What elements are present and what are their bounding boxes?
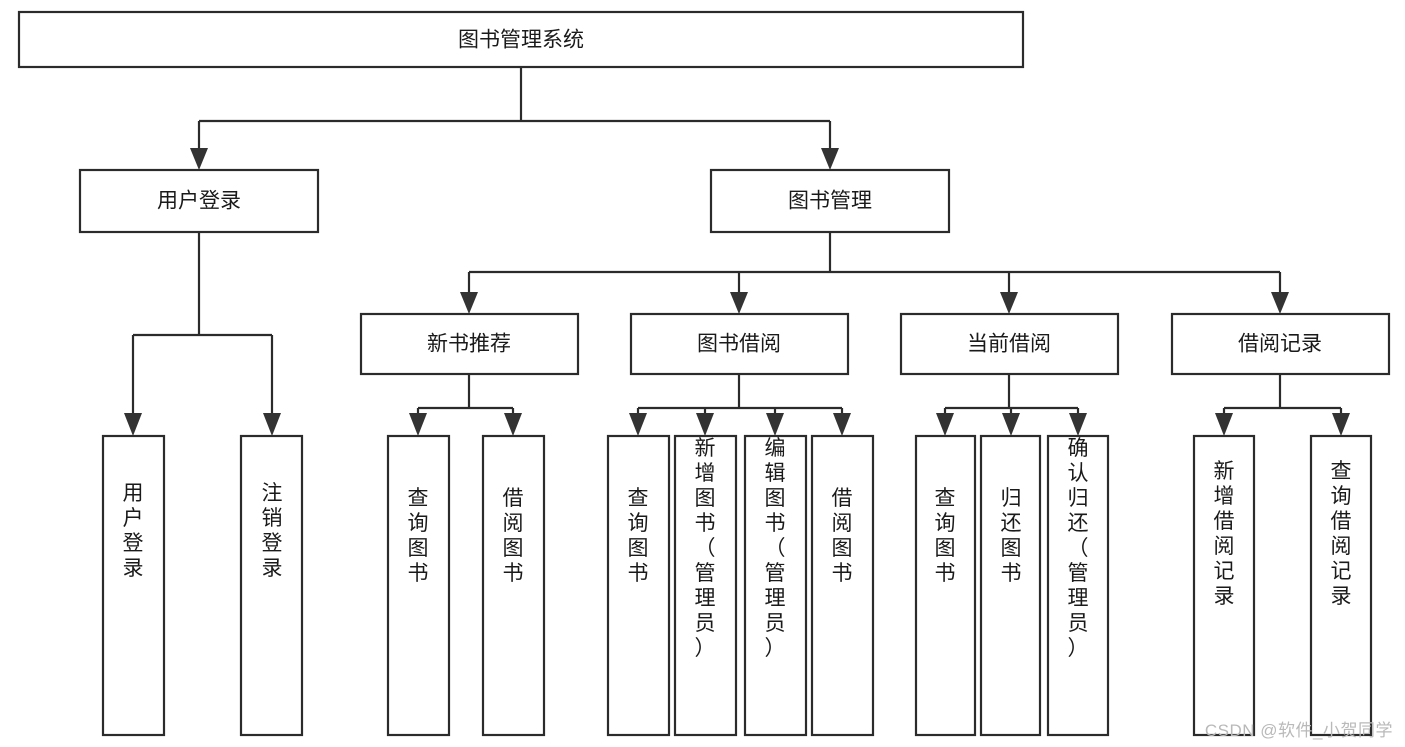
leaf-box[interactable] — [1309, 434, 1373, 737]
arrowhead-icon — [124, 413, 142, 436]
leaf-current-borrow-confirm[interactable]: 确认归还（管理员） — [1046, 434, 1110, 737]
leaf-box[interactable] — [673, 434, 738, 737]
leaf-user-login-login[interactable]: 用户登录 — [101, 434, 166, 737]
node-new-book-recommend[interactable]: 新书推荐 — [359, 312, 580, 376]
leaf-book-borrow-borrow[interactable]: 借阅图书 — [810, 434, 875, 737]
arrowheads-group — [124, 148, 1350, 436]
arrowhead-icon — [766, 413, 784, 436]
node-user-login-label: 用户登录 — [157, 190, 241, 213]
leaf-new-book-borrow[interactable]: 借阅图书 — [481, 434, 546, 737]
leaf-label: 借阅图书 — [503, 487, 524, 585]
arrowhead-icon — [1069, 413, 1087, 436]
node-current-borrow[interactable]: 当前借阅 — [899, 312, 1120, 376]
arrowhead-icon — [629, 413, 647, 436]
leaf-label: 新增借阅记录 — [1214, 460, 1235, 608]
node-borrow-record-label: 借阅记录 — [1238, 333, 1322, 356]
node-book-borrow-label: 图书借阅 — [697, 333, 781, 356]
arrowhead-icon — [263, 413, 281, 436]
leaf-label: 查询图书 — [628, 487, 649, 585]
node-root-box[interactable] — [17, 10, 1025, 69]
leaf-box[interactable] — [481, 434, 546, 737]
node-borrow-record[interactable]: 借阅记录 — [1170, 312, 1391, 376]
leaf-box[interactable] — [1192, 434, 1256, 737]
arrowhead-icon — [1002, 413, 1020, 436]
leaf-box[interactable] — [979, 434, 1042, 737]
node-borrow-record-box[interactable] — [1170, 312, 1391, 376]
leaf-box[interactable] — [239, 434, 304, 737]
leaf-book-borrow-add[interactable]: 新增图书（管理员） — [673, 434, 738, 737]
node-current-borrow-label: 当前借阅 — [967, 333, 1051, 356]
arrowhead-icon — [1215, 413, 1233, 436]
node-root-label: 图书管理系统 — [458, 29, 584, 52]
leaf-label: 用户登录 — [123, 482, 144, 580]
leaf-label: 新增图书（管理员） — [695, 437, 716, 660]
leaf-current-borrow-query[interactable]: 查询图书 — [914, 434, 977, 737]
leaf-new-book-query[interactable]: 查询图书 — [386, 434, 451, 737]
leaf-label: 借阅图书 — [832, 487, 853, 585]
arrowhead-icon — [696, 413, 714, 436]
arrowhead-icon — [409, 413, 427, 436]
arrowhead-icon — [1271, 292, 1289, 314]
leaf-box[interactable] — [386, 434, 451, 737]
leaf-label: 查询借阅记录 — [1331, 460, 1352, 608]
arrowhead-icon — [821, 148, 839, 170]
leaf-label: 注销登录 — [262, 482, 283, 580]
arrowhead-icon — [1000, 292, 1018, 314]
node-current-borrow-box[interactable] — [899, 312, 1120, 376]
leaf-box[interactable] — [914, 434, 977, 737]
leaf-current-borrow-return[interactable]: 归还图书 — [979, 434, 1042, 737]
arrowhead-icon — [1332, 413, 1350, 436]
leaf-label: 确认归还（管理员） — [1068, 437, 1089, 660]
arrowhead-icon — [504, 413, 522, 436]
node-new-book-recommend-box[interactable] — [359, 312, 580, 376]
arrowhead-icon — [833, 413, 851, 436]
arrowhead-icon — [190, 148, 208, 170]
leaf-box[interactable] — [606, 434, 671, 737]
leaf-user-login-logout[interactable]: 注销登录 — [239, 434, 304, 737]
node-user-login-box[interactable] — [78, 168, 320, 234]
leaf-box[interactable] — [101, 434, 166, 737]
node-book-borrow-box[interactable] — [629, 312, 850, 376]
node-book-management-label: 图书管理 — [788, 190, 872, 213]
leaf-book-borrow-edit[interactable]: 编辑图书（管理员） — [743, 434, 808, 737]
leaf-label: 查询图书 — [408, 487, 429, 585]
leaf-borrow-record-query[interactable]: 查询借阅记录 — [1309, 434, 1373, 737]
arrowhead-icon — [460, 292, 478, 314]
leaf-box[interactable] — [1046, 434, 1110, 737]
node-user-login[interactable]: 用户登录 — [78, 168, 320, 234]
arrowhead-icon — [730, 292, 748, 314]
arrowhead-icon — [936, 413, 954, 436]
leaf-book-borrow-query[interactable]: 查询图书 — [606, 434, 671, 737]
node-book-management-box[interactable] — [709, 168, 951, 234]
node-book-borrow[interactable]: 图书借阅 — [629, 312, 850, 376]
leaf-label: 归还图书 — [1001, 487, 1022, 585]
leaf-borrow-record-add[interactable]: 新增借阅记录 — [1192, 434, 1256, 737]
node-root[interactable]: 图书管理系统 — [17, 10, 1025, 69]
leaf-box[interactable] — [810, 434, 875, 737]
leaf-box[interactable] — [743, 434, 808, 737]
leaf-label: 查询图书 — [935, 487, 956, 585]
node-new-book-recommend-label: 新书推荐 — [427, 333, 511, 356]
node-book-management[interactable]: 图书管理 — [709, 168, 951, 234]
leaf-label: 编辑图书（管理员） — [765, 437, 786, 660]
